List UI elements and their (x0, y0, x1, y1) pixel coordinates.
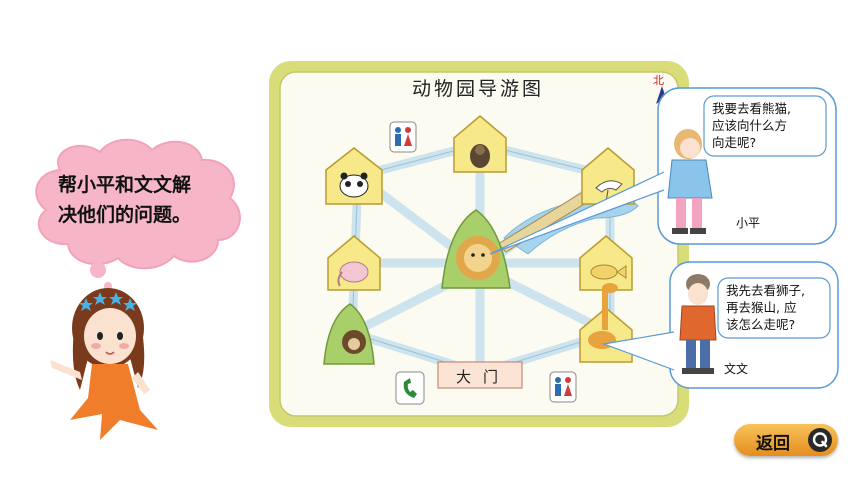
xiaoping-panel (657, 87, 837, 245)
xiaoping-pointer (489, 171, 665, 255)
wenwen-question: 我先去看狮子, 再去猴山, 应 该怎么走呢? (726, 282, 805, 333)
girl-illustration (50, 288, 158, 440)
xiaoping-line-2: 应该向什么方 (712, 118, 788, 133)
xiaoping-question: 我要去看熊猫, 应该向什么方 向走呢? (712, 100, 791, 151)
xiaoping-line-3: 向走呢? (712, 135, 757, 150)
telephone-icon (396, 372, 424, 404)
xiaoping-line-1: 我要去看熊猫, (712, 101, 791, 116)
toilet-icon (390, 122, 416, 152)
map-title: 动物园导游图 (412, 78, 545, 100)
zoo-map (269, 61, 689, 427)
wenwen-line-1: 我先去看狮子, (726, 283, 805, 298)
prompt-cloud (35, 138, 241, 290)
wenwen-pointer (601, 331, 675, 371)
gate-label: 大门 (456, 368, 511, 386)
return-icon (808, 428, 832, 452)
wenwen-name: 文文 (724, 362, 749, 376)
prompt-cloud-text: 帮小平和文文解 决他们的问题。 (58, 170, 191, 230)
prompt-line-2: 决他们的问题。 (58, 204, 192, 226)
wenwen-line-3: 该怎么走呢? (726, 317, 796, 332)
wenwen-line-2: 再去猴山, 应 (726, 300, 797, 315)
return-button-label: 返回 (756, 434, 790, 454)
return-button[interactable]: 返回 (734, 424, 838, 456)
north-label: 北 (653, 74, 664, 87)
prompt-line-1: 帮小平和文文解 (58, 174, 192, 196)
wenwen-panel (669, 261, 839, 389)
xiaoping-name: 小平 (736, 216, 761, 230)
